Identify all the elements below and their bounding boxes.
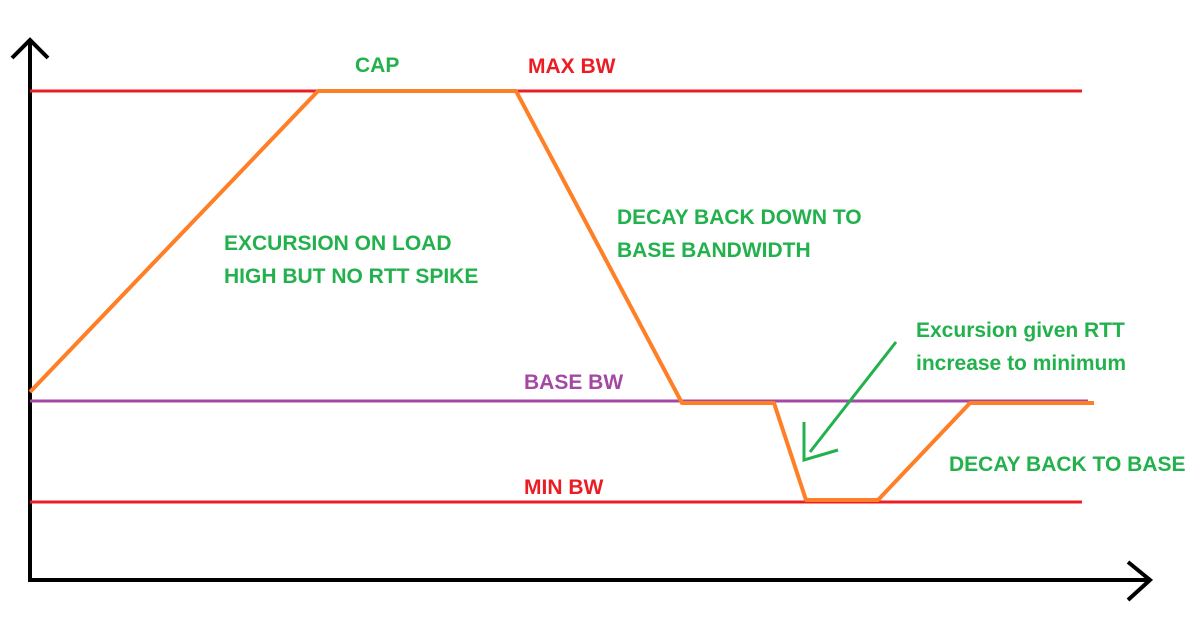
decay-base-label: DECAY BACK TO BASE: [949, 453, 1186, 476]
y-axis-arrowhead: [10, 37, 50, 60]
axes: [10, 37, 1154, 602]
max-bw-label: MAX BW: [528, 55, 616, 78]
excursion-rtt-label-line-2: increase to minimum: [916, 352, 1126, 375]
excursion-load-label-line-2: HIGH BUT NO RTT SPIKE: [224, 265, 478, 288]
min-bw-label: MIN BW: [524, 476, 603, 499]
arrow-head: [802, 422, 839, 463]
annotation-arrow: [802, 341, 898, 463]
base-bw-label: BASE BW: [524, 371, 623, 394]
decay-down-label-line-1: DECAY BACK DOWN TO: [617, 206, 862, 229]
x-axis-arrowhead: [1126, 560, 1154, 602]
excursion-rtt-label-line-1: Excursion given RTT: [916, 319, 1125, 342]
bandwidth-curve: [28, 89, 1094, 502]
cap-label: CAP: [355, 54, 399, 77]
arrow-shaft: [808, 341, 898, 453]
excursion-load-label-line-1: EXCURSION ON LOAD: [224, 232, 452, 255]
decay-down-label-line-2: BASE BANDWIDTH: [617, 239, 811, 262]
